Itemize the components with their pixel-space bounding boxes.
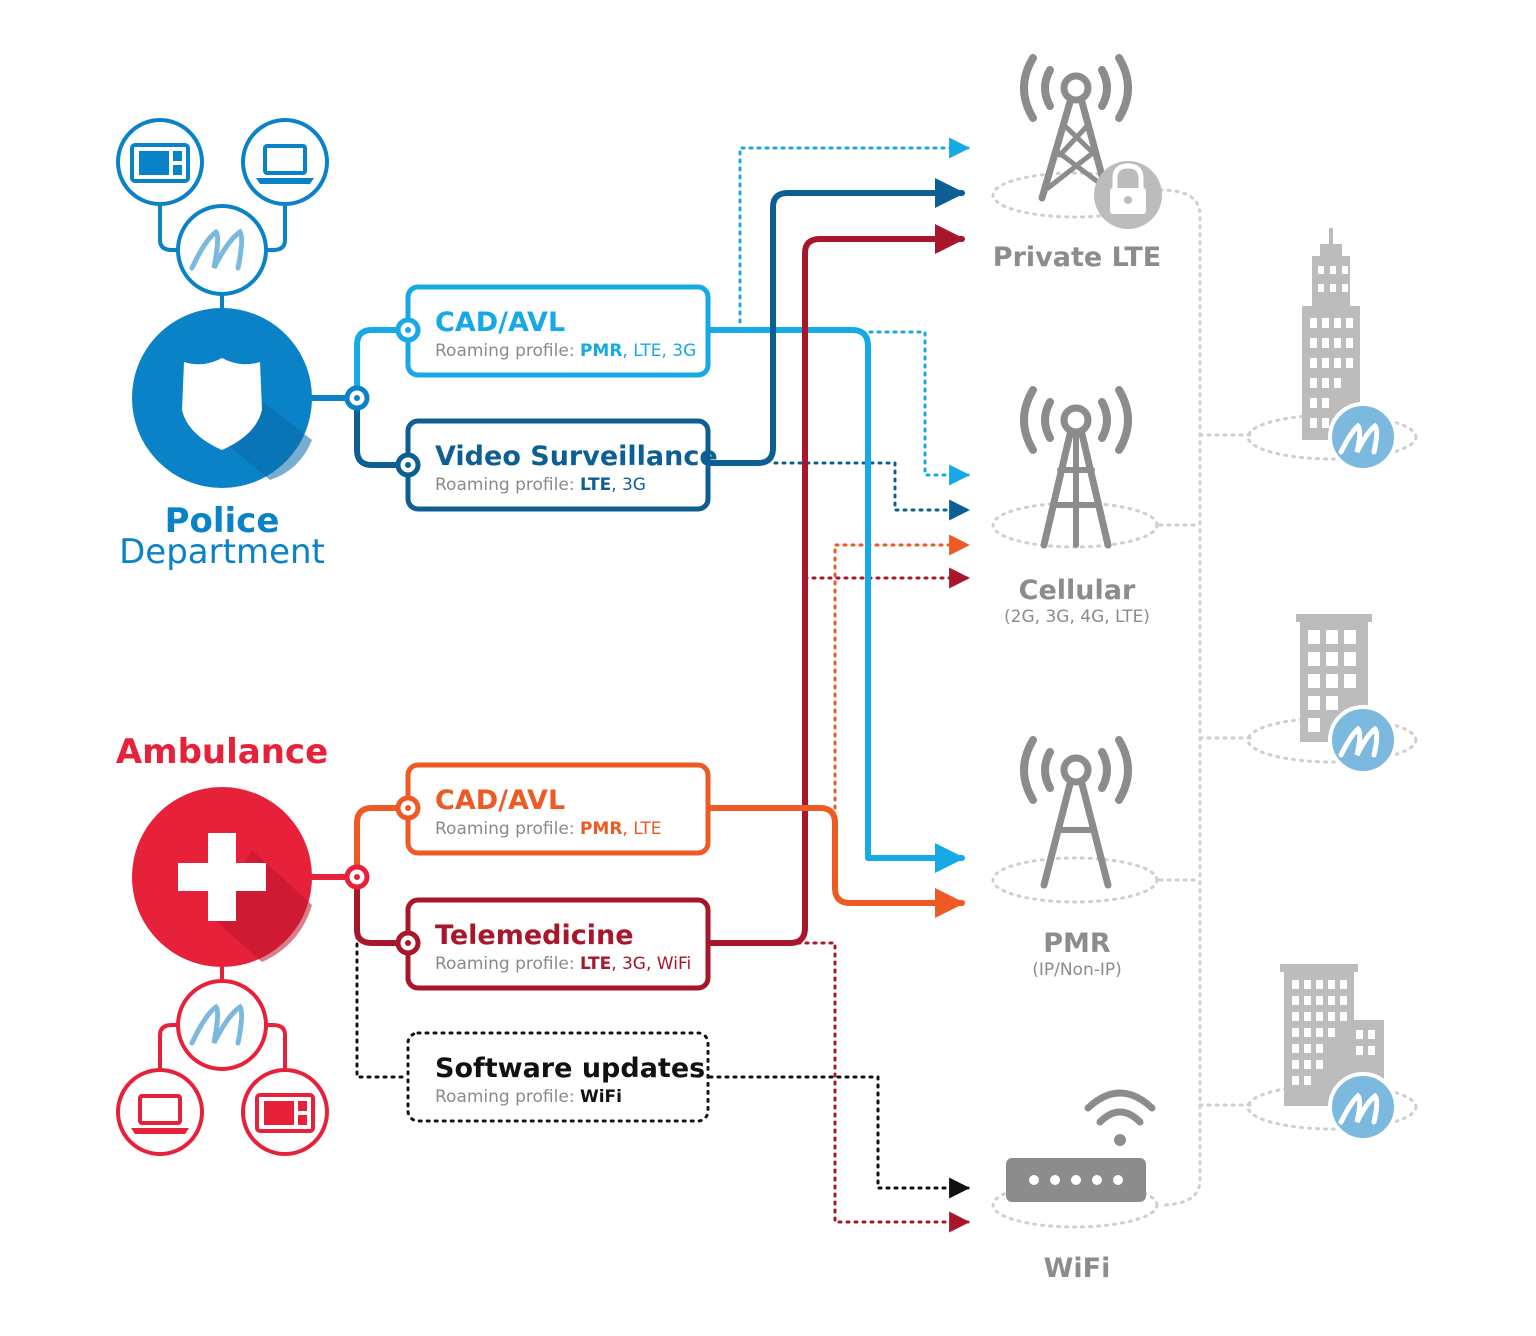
amb-tele-profile: Roaming profile: LTE, 3G, WiFi [435,954,691,974]
m-logo-icon [176,204,268,296]
building-complex-icon [1280,964,1398,1142]
amb-sw-title: Software updates [435,1053,705,1084]
ambulance-name: Ambulance [116,732,328,772]
skyscraper-icon [1302,228,1398,472]
pmr-node: PMR (IP/Non-IP) [1020,736,1132,980]
office-building-icon [1296,614,1398,775]
tablet-icon [241,1068,329,1156]
wifi-node: WiFi [1006,1089,1156,1284]
service-labels: CAD/AVL Roaming profile: PMR, LTE, 3G Vi… [435,307,718,1107]
police-cluster: Police Department [116,118,329,572]
amb-cad-profile: Roaming profile: PMR, LTE [435,819,662,839]
tower-icon [1020,736,1132,889]
cross-icon [132,787,312,967]
service-boxes [405,284,711,991]
laptop-icon [116,1068,204,1156]
amb-tele-title: Telemedicine [435,920,634,951]
private-lte-node: Private LTE [993,54,1162,273]
tower-lock-icon [1020,54,1132,202]
tablet-icon [116,118,204,206]
cellular-sub: (2G, 3G, 4G, LTE) [1004,607,1150,627]
lock-icon [1094,161,1162,229]
junction-markers [344,317,421,956]
private-lte-title: Private LTE [993,242,1161,273]
wifi-router-icon [1006,1089,1156,1202]
wifi-title: WiFi [1044,1253,1111,1284]
cellular-title: Cellular [1019,575,1136,606]
police-video-title: Video Surveillance [435,441,718,472]
police-cad-title: CAD/AVL [435,307,565,338]
police-video-profile: Roaming profile: LTE, 3G [435,475,646,495]
pmr-sub: (IP/Non-IP) [1032,960,1122,980]
amb-cad-title: CAD/AVL [435,785,565,816]
police-cad-profile: Roaming profile: PMR, LTE, 3G [435,341,696,361]
m-badge-icon [1328,402,1398,472]
m-badge-icon [1328,1072,1398,1142]
shield-icon [132,308,312,488]
m-logo-icon [176,979,268,1071]
laptop-icon [241,118,329,206]
m-badge-icon [1328,705,1398,775]
pmr-title: PMR [1043,928,1111,959]
cellular-node: Cellular (2G, 3G, 4G, LTE) [1004,386,1150,627]
solid-connections [309,178,965,946]
police-name-line2: Department [119,532,325,572]
amb-sw-profile: Roaming profile: WiFi [435,1087,622,1107]
ambulance-cluster: Ambulance [116,732,329,1156]
tower-icon [1020,386,1132,549]
police-name-line1: Police [165,501,280,541]
